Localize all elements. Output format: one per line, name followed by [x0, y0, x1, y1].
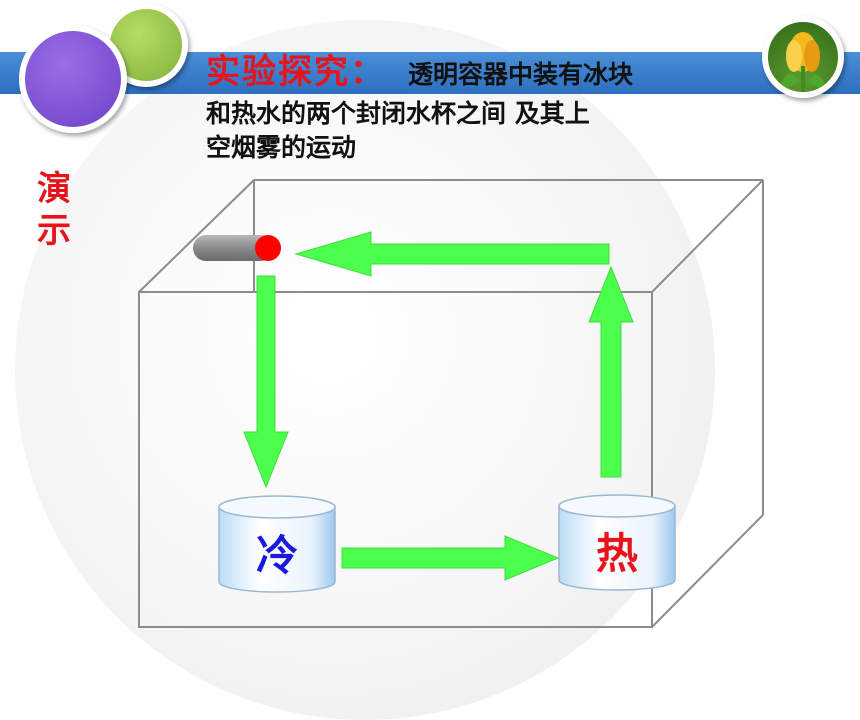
transparent-container	[138, 179, 764, 628]
smoke-outlet-dot	[255, 235, 281, 261]
hot-cup	[558, 494, 676, 591]
hot-cup-label: 热	[595, 529, 638, 578]
smoke-source-pipe	[193, 235, 281, 261]
container-top-right-edge	[651, 179, 764, 293]
cold-cup	[218, 495, 336, 593]
container-top-left-edge	[138, 179, 255, 293]
cold-cup-label: 冷	[255, 531, 298, 580]
slide-title: 实验探究： 透明容器中装有冰块 和热水的两个封闭水杯之间 及其上 空烟雾的运动	[206, 44, 766, 165]
tulip-photo-icon	[762, 16, 844, 98]
title-text-line1: 透明容器中装有冰块	[408, 60, 634, 89]
container-bottom-right-edge	[651, 514, 764, 628]
title-heading: 实验探究：	[206, 52, 386, 92]
title-text-line2: 和热水的两个封闭水杯之间 及其上	[206, 99, 590, 128]
arrow-cold-to-hot	[341, 535, 560, 581]
container-front-face	[138, 291, 653, 628]
background-disc	[15, 20, 715, 720]
experiment-diagram	[138, 179, 764, 628]
arrow-down-cold	[243, 275, 289, 489]
arrow-top-left	[294, 231, 610, 277]
side-label-demo: 演示	[37, 169, 71, 251]
arrow-up-hot	[588, 265, 634, 478]
title-text-line3: 空烟雾的运动	[206, 133, 357, 162]
purple-circle-decoration	[19, 25, 127, 133]
